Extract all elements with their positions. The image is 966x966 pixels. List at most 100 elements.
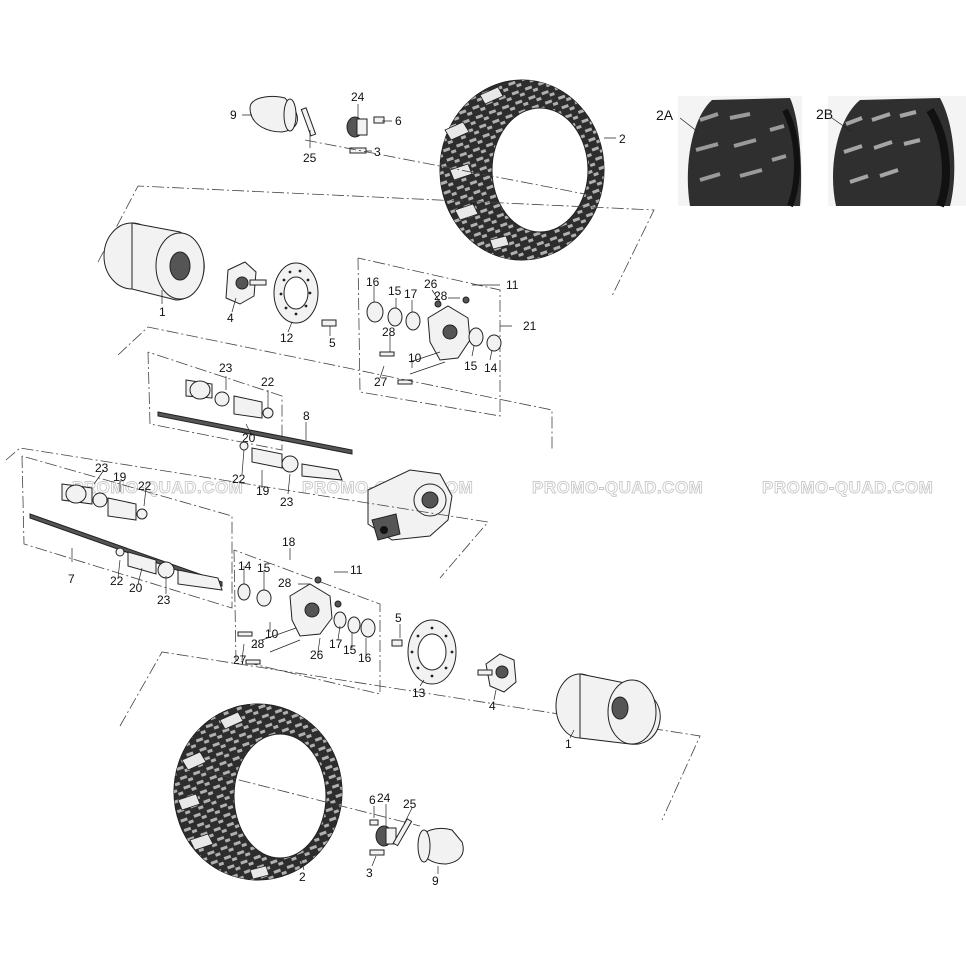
callout-18: 18 [282,535,296,549]
tire-photo-2b [828,96,966,208]
shaft-box-bottom [21,455,233,609]
callout-15-right: 15 [464,359,478,373]
top-knuckle [366,296,502,385]
callout-9-b: 9 [432,874,439,888]
callout-16-b: 16 [358,651,372,665]
bottom-disc-bolt [391,639,403,647]
top-hub [225,261,267,305]
watermark-1: PROMO-QUAD.COM [72,478,243,497]
bottom-castle-nut [375,825,397,847]
top-brake-disc [273,262,319,324]
callout-6: 6 [395,114,402,128]
callout-19: 19 [256,484,270,498]
callout-6-b: 6 [369,793,376,807]
top-rim [103,222,205,301]
top-wheel-stud [349,147,367,154]
bottom-hub-cap [417,828,464,865]
callout-23-c: 23 [157,593,171,607]
callout-25: 25 [303,151,317,165]
bottom-brake-disc [407,619,457,685]
watermark-4: PROMO-QUAD.COM [762,478,933,497]
callout-16: 16 [366,275,380,289]
top-hub-cap [249,95,298,133]
bottom-drive-shaft [29,483,223,591]
callout-27-b: 27 [233,653,247,667]
bottom-tire [173,703,343,881]
callout-19-b: 19 [113,470,127,484]
callout-1: 1 [159,305,166,319]
leader-2a [679,117,699,133]
callout-22-b: 22 [138,479,152,493]
callout-11: 11 [506,278,519,292]
callout-20: 20 [242,431,256,445]
callout-23-b: 23 [95,461,109,475]
top-cotter-pin [300,107,317,137]
callout-24-b: 24 [377,791,391,805]
callout-25-b: 25 [403,797,417,811]
callout-4: 4 [227,311,234,325]
bottom-wheel-stud [369,849,385,856]
top-frame [97,185,655,297]
callout-9: 9 [230,108,237,122]
drive-frame-top [117,326,553,450]
callout-11-b: 11 [350,563,363,577]
top-tire [439,79,605,261]
leader-lines [71,104,616,874]
watermark-row: PROMO-QUAD.COM PROMO-QUAD.COM PROMO-QUAD… [72,478,934,498]
top-castle-nut [346,116,368,138]
callout-15: 15 [388,284,402,298]
callout-labels: 2A 2B 24 6 9 25 3 2 1 4 12 5 16 15 17 26… [68,90,833,888]
callout-14-b: 14 [238,559,252,573]
top-axis [304,139,591,196]
bottom-hub [477,653,517,693]
callout-20-b: 20 [129,581,143,595]
callout-5: 5 [329,336,336,350]
callout-2-b: 2 [299,870,306,884]
callout-27: 27 [374,375,388,389]
callout-22-c: 22 [110,574,124,588]
callout-12: 12 [280,331,294,345]
callout-28-c: 28 [251,637,265,651]
callout-3: 3 [374,145,381,159]
callout-23-lower: 23 [280,495,294,509]
top-valve [373,116,385,124]
callout-15-b: 15 [257,561,271,575]
callout-3-b: 3 [366,866,373,880]
callout-4-b: 4 [489,699,496,713]
callout-8: 8 [303,409,310,423]
callout-2B: 2B [816,106,833,122]
callout-7: 7 [68,572,75,586]
callout-13: 13 [412,686,426,700]
callout-23: 23 [219,361,233,375]
callout-26-b: 26 [310,648,324,662]
callout-10: 10 [408,351,422,365]
bottom-cotter-pin [392,818,413,847]
callout-24: 24 [351,90,365,104]
top-knuckle-box [357,257,501,417]
leader-2b [831,117,853,133]
callout-5-b: 5 [395,611,402,625]
bottom-frame [119,651,701,821]
bottom-valve [369,819,379,826]
top-disc-bolt [321,319,337,327]
rear-differential [367,469,453,541]
callout-21: 21 [523,319,537,333]
callout-2: 2 [619,132,626,146]
callout-22-lower: 22 [232,472,246,486]
shaft-box-top [147,351,283,451]
bottom-axis [199,769,421,827]
top-drive-shaft [157,379,353,481]
callout-28-lower: 28 [382,325,396,339]
callout-26: 26 [424,277,438,291]
callout-1-b: 1 [565,737,572,751]
tire-photo-2a [678,96,802,208]
drive-frame-bottom [5,447,489,579]
callout-22: 22 [261,375,275,389]
callout-17-b: 17 [329,637,343,651]
watermark-3: PROMO-QUAD.COM [532,478,703,497]
callout-10-b: 10 [265,627,279,641]
callout-28: 28 [434,289,448,303]
callout-28-b: 28 [278,576,292,590]
